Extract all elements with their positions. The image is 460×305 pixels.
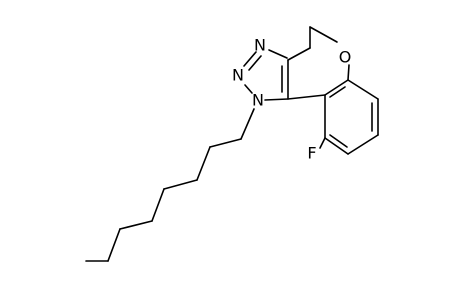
bond-c8-c9	[324, 137, 349, 155]
bond-c5a-c9a	[324, 79, 349, 96]
bond-n2-n1	[244, 84, 253, 94]
atom-label-f: F	[307, 144, 316, 163]
bond-n1-c9b	[264, 98, 289, 101]
bond-n3-n2-a	[243, 51, 257, 67]
atom-label-n3: N	[254, 36, 266, 55]
bond-c3-c4	[163, 179, 198, 190]
atom-labels: N N N O F	[232, 36, 351, 163]
atom-label-n1: N	[252, 91, 264, 110]
bond-n1-c1	[240, 108, 255, 140]
bond-c3a-c4	[287, 47, 311, 61]
atom-label-n2: N	[232, 66, 244, 85]
bond-c4-c5-chain	[151, 188, 165, 222]
bond-c5-o	[309, 26, 338, 43]
bond-c9-f	[319, 137, 326, 149]
bond-c2-c3	[196, 146, 211, 181]
atom-label-o: O	[339, 48, 352, 67]
bond-c6-c7-chain	[107, 228, 121, 262]
bond-c5a-c6	[347, 79, 379, 100]
bond-c5-c6-chain	[119, 220, 153, 230]
bond-n3-c3a	[268, 49, 288, 59]
bond-c5a-c9a-inner	[329, 86, 346, 98]
bond-c7-c8	[347, 134, 379, 155]
bond-n3-n2-b	[248, 55, 262, 71]
bond-c1-c2	[209, 138, 242, 148]
bond-o-c5a	[347, 64, 350, 81]
bond-c9a-c9b	[287, 94, 326, 100]
bond-c8-c9-inner	[329, 134, 348, 148]
bond-group	[85, 26, 379, 262]
